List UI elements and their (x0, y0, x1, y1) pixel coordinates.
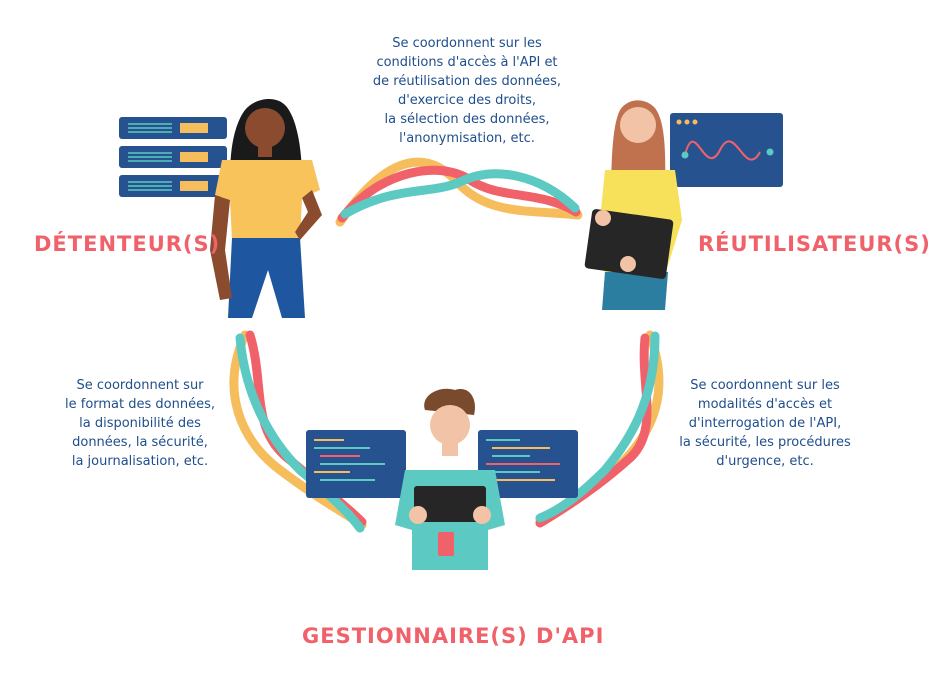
description-left: Se coordonnent sur le format des données… (40, 376, 240, 471)
top-ribbon (335, 157, 583, 227)
description-line: Se coordonnent sur les (690, 378, 840, 393)
role-holders: DÉTENTEUR(S) (34, 232, 221, 256)
reuser-person (584, 100, 682, 310)
description-line: de réutilisation des données, (372, 74, 562, 89)
description-line: d'urgence, etc. (716, 454, 814, 469)
tablet-icon (414, 486, 486, 522)
code-screen-icon (306, 430, 578, 498)
right-ribbon (535, 330, 664, 528)
badge-icon (438, 532, 454, 556)
description-line: données, la sécurité, (72, 435, 208, 450)
api-manager-person (395, 388, 505, 570)
description-line: la disponibilité des (79, 416, 201, 431)
description-line: le format des données, (65, 397, 215, 412)
role-reusers: RÉUTILISATEUR(S) (698, 232, 931, 256)
server-icon (119, 117, 227, 197)
description-line: d'interrogation de l'API, (688, 416, 842, 431)
description-top: Se coordonnent sur les conditions d'accè… (352, 34, 582, 148)
left-ribbon (229, 330, 367, 533)
description-line: l'anonymisation, etc. (399, 131, 535, 146)
laptop-icon (584, 209, 674, 279)
description-line: d'exercice des droits, (397, 93, 537, 108)
chart-screen-icon (670, 113, 783, 187)
description-line: la journalisation, etc. (71, 454, 209, 469)
description-right: Se coordonnent sur les modalités d'accès… (650, 376, 880, 471)
description-line: la sécurité, les procédures (679, 435, 851, 450)
description-line: modalités d'accès et (697, 397, 833, 412)
role-api-managers: GESTIONNAIRE(S) D'API (302, 624, 605, 648)
description-line: conditions d'accès à l'API et (376, 55, 558, 70)
description-line: Se coordonnent sur (76, 378, 204, 393)
holder-person (210, 98, 322, 318)
description-line: Se coordonnent sur les (392, 36, 542, 51)
description-line: la sélection des données, (384, 112, 550, 127)
